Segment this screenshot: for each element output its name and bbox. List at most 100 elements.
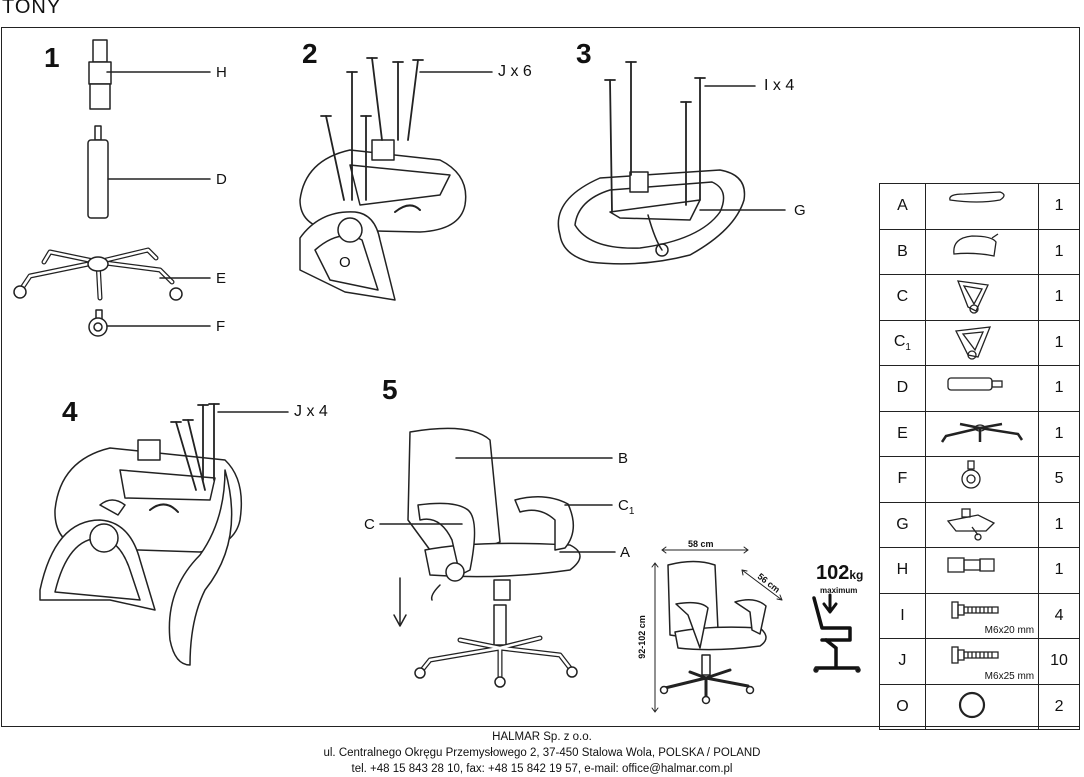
part-letter: G <box>879 501 926 548</box>
part-picture <box>924 319 1040 366</box>
part-picture <box>924 183 1040 230</box>
part-picture <box>924 547 1040 594</box>
max-load: 102kg <box>816 562 864 584</box>
parts-row: B 1 <box>879 228 1080 275</box>
step2-seat-underside <box>299 139 467 233</box>
backrest-icon <box>953 232 999 257</box>
part-quantity: 4 <box>1038 592 1080 639</box>
dimension-width: 58 cm <box>688 539 714 549</box>
label-h: H <box>216 64 227 81</box>
part-picture <box>924 274 1040 321</box>
part-picture <box>924 683 1040 730</box>
step4-bolts-icon <box>170 403 220 491</box>
parts-row: C1 1 <box>879 319 1080 366</box>
star-base-icon <box>940 422 1023 443</box>
parts-row: D 1 <box>879 365 1080 412</box>
seat-icon <box>948 191 1005 203</box>
gas-lift-icon <box>947 377 1003 391</box>
part-letter: E <box>879 410 926 457</box>
part-picture <box>924 501 1040 548</box>
bolt-icon <box>951 646 999 664</box>
armrest-right-icon <box>954 325 991 360</box>
footer-contact: tel. +48 15 843 28 10, fax: +48 15 842 1… <box>351 763 733 775</box>
part-quantity: 2 <box>1038 683 1080 730</box>
part-size: M6x20 mm <box>984 625 1035 636</box>
step-number-3: 3 <box>576 38 592 69</box>
part-picture <box>924 456 1040 503</box>
label-b: B <box>618 450 629 467</box>
parts-row: I M6x20 mm 4 <box>879 592 1080 639</box>
page-title: TONY <box>2 0 62 18</box>
label-j6: J x 6 <box>498 63 532 80</box>
part-letter: O <box>879 683 926 730</box>
label-o: O <box>339 254 351 271</box>
caster-icon <box>961 460 981 489</box>
parts-row: O 2 <box>879 683 1080 730</box>
ring-icon <box>958 691 985 718</box>
part-letter: H <box>879 547 926 594</box>
step2-armrest-icon <box>299 211 396 301</box>
step1-gas-lift-icon <box>87 125 109 219</box>
footer-company: HALMAR Sp. z o.o. <box>492 731 592 743</box>
armrest-left-icon <box>956 280 989 314</box>
part-letter: I <box>879 592 926 639</box>
part-quantity: 1 <box>1038 501 1080 548</box>
part-quantity: 1 <box>1038 365 1080 412</box>
part-quantity: 1 <box>1038 410 1080 457</box>
step-number-4: 4 <box>62 396 78 427</box>
label-j4: J x 4 <box>294 403 328 420</box>
label-g: G <box>794 202 806 219</box>
label-c1: C1 <box>618 497 635 517</box>
parts-row: F 5 <box>879 456 1080 503</box>
parts-row: E 1 <box>879 410 1080 457</box>
part-letter: J <box>879 638 926 685</box>
dimension-height: 92-102 cm <box>636 615 647 659</box>
part-letter: C <box>879 274 926 321</box>
label-d: D <box>216 171 227 188</box>
label-f: F <box>216 318 226 335</box>
label-a: A <box>620 544 631 561</box>
step1-caster-icon <box>88 309 108 337</box>
label-c: C <box>364 516 375 533</box>
footer: HALMAR Sp. z o.o. ul. Centralnego Okręgu… <box>0 729 1084 777</box>
part-picture: M6x20 mm <box>924 592 1040 639</box>
parts-row: C 1 <box>879 274 1080 321</box>
step4-armrest-icon <box>39 469 233 666</box>
part-quantity: 1 <box>1038 274 1080 321</box>
mechanism-icon <box>946 507 995 541</box>
part-picture <box>924 365 1040 412</box>
step2-bolts-icon <box>320 57 424 201</box>
step-number-1: 1 <box>44 42 60 73</box>
part-picture <box>924 228 1040 275</box>
part-quantity: 10 <box>1038 638 1080 685</box>
part-quantity: 1 <box>1038 319 1080 366</box>
gas-lift-cover-icon <box>947 557 995 573</box>
step-number-5: 5 <box>382 374 398 405</box>
part-quantity: 1 <box>1038 547 1080 594</box>
arrow-down-icon <box>393 577 407 627</box>
dimension-chair-icon <box>659 560 767 705</box>
part-quantity: 1 <box>1038 228 1080 275</box>
part-letter: A <box>879 183 926 230</box>
part-picture <box>924 410 1040 457</box>
step1-gas-lift-cover-icon <box>88 39 112 110</box>
label-i4: I x 4 <box>764 77 795 94</box>
part-quantity: 1 <box>1038 183 1080 230</box>
step1-star-base-icon <box>13 247 183 301</box>
step5-chair-icon <box>407 427 581 688</box>
part-letter: B <box>879 228 926 275</box>
footer-address: ul. Centralnego Okręgu Przemysłowego 2, … <box>323 747 761 759</box>
part-picture: M6x25 mm <box>924 638 1040 685</box>
step-number-2: 2 <box>302 38 318 69</box>
part-letter: D <box>879 365 926 412</box>
part-quantity: 5 <box>1038 456 1080 503</box>
label-e: E <box>216 270 227 287</box>
parts-row: H 1 <box>879 547 1080 594</box>
part-letter: C1 <box>879 319 926 366</box>
part-letter: F <box>879 456 926 503</box>
step3-bolts-icon <box>604 61 706 213</box>
weight-limit-icon <box>812 593 861 673</box>
bolt-icon <box>951 600 999 619</box>
